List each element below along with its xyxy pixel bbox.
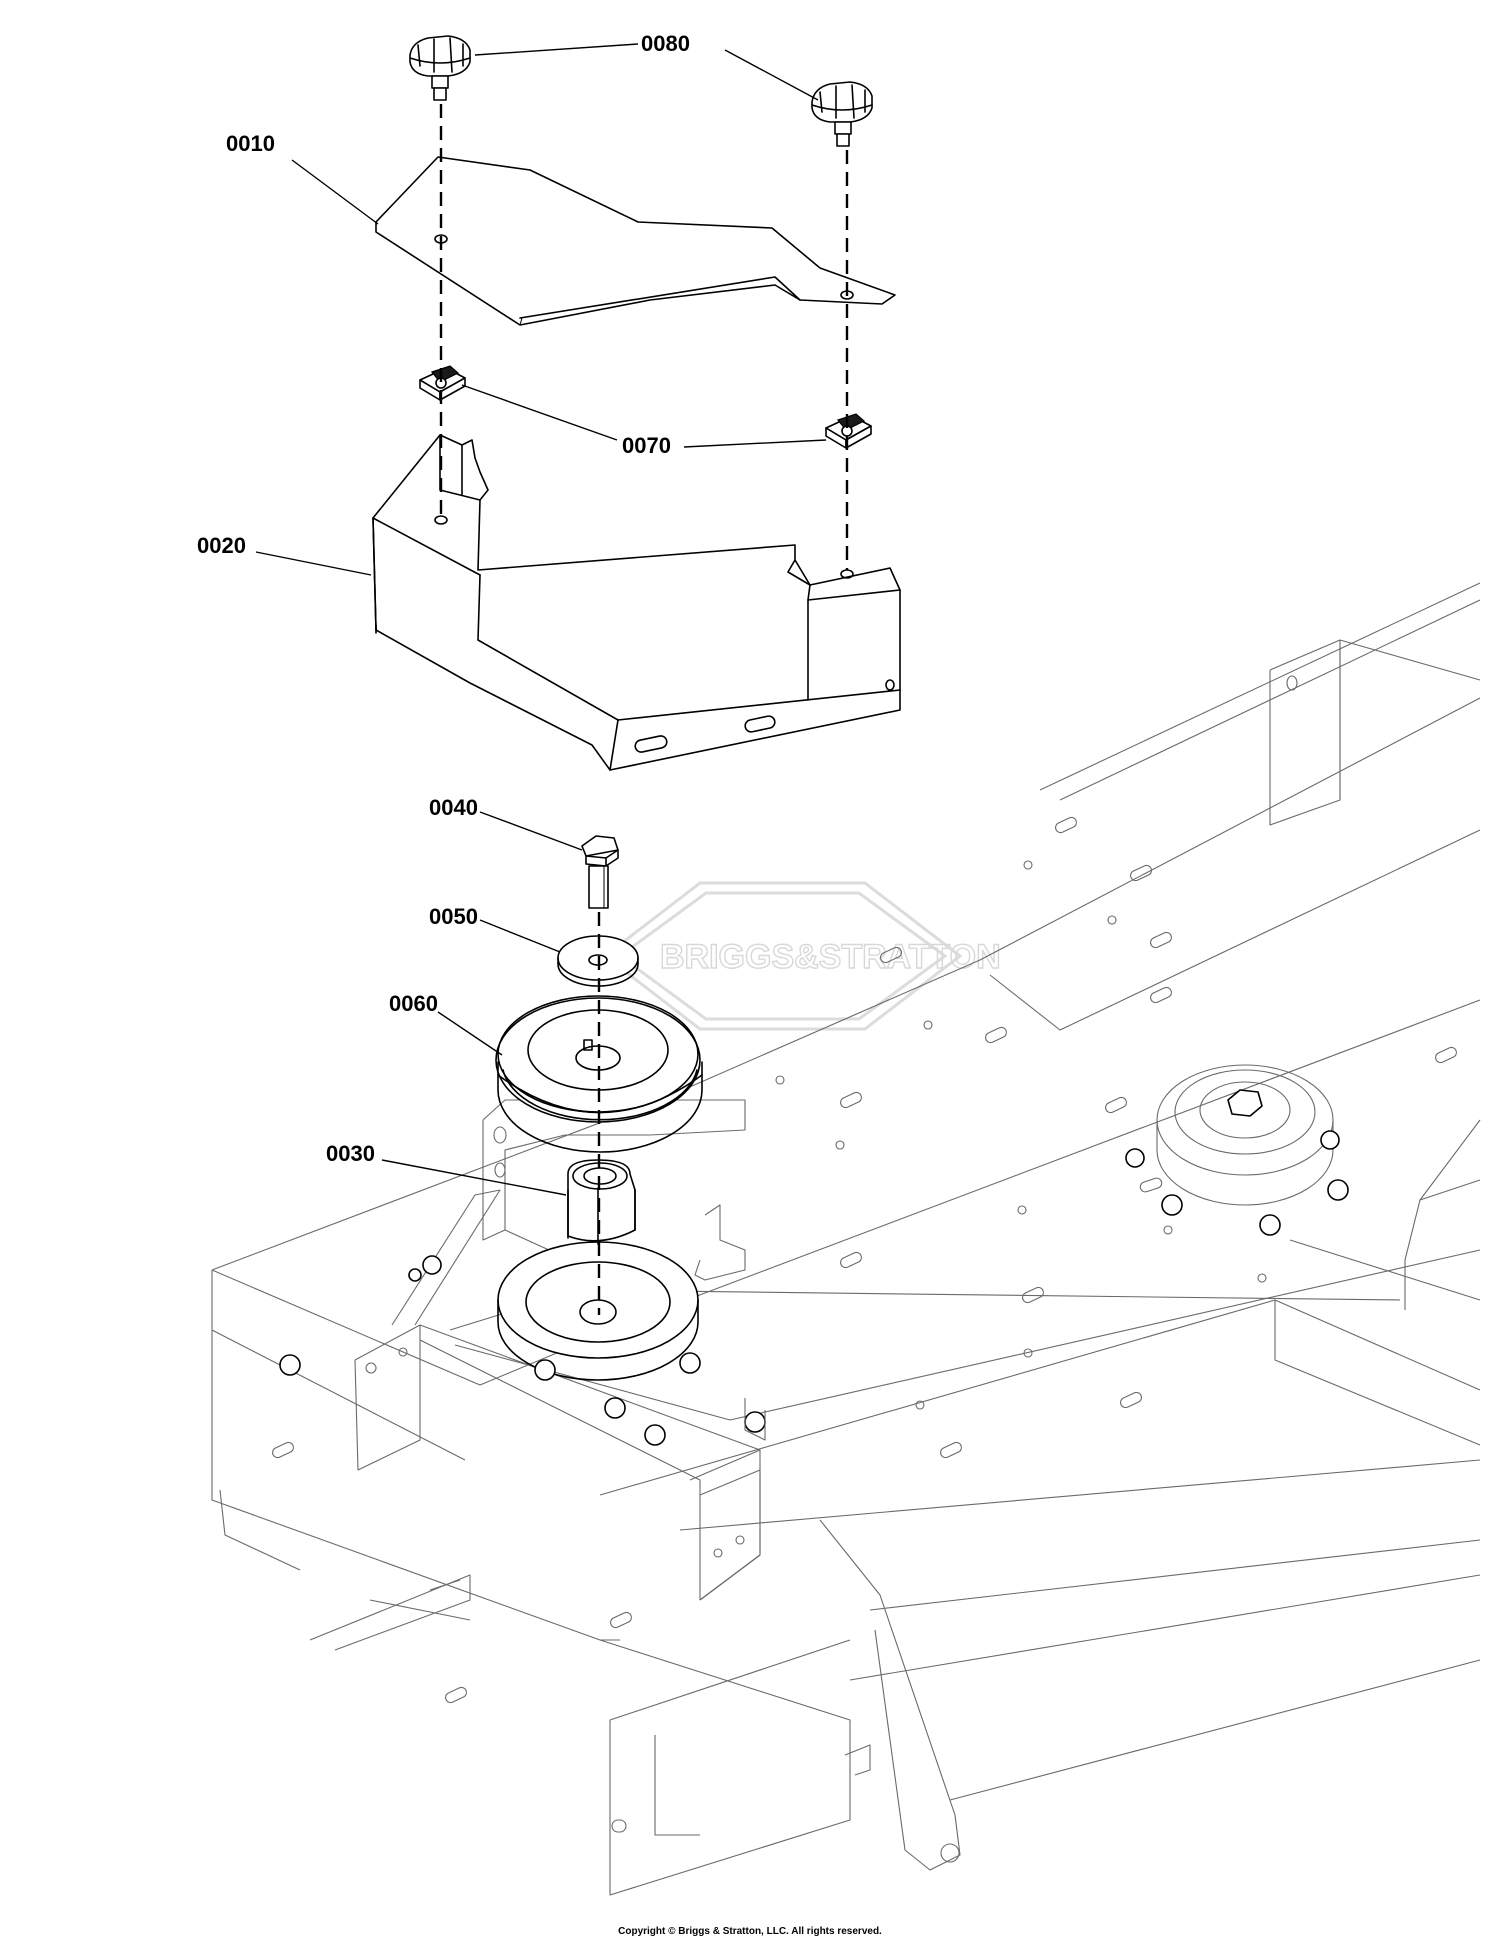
clip-nut-left bbox=[419, 365, 466, 401]
bolt bbox=[581, 835, 619, 909]
right-deck-pulley bbox=[1125, 1064, 1349, 1236]
label-0040: 0040 bbox=[429, 795, 478, 820]
clip-nut-right bbox=[825, 413, 872, 449]
cover-plate bbox=[375, 156, 896, 326]
deck-holes bbox=[272, 816, 1457, 1704]
label-0050: 0050 bbox=[429, 904, 478, 929]
belt-shield bbox=[372, 434, 901, 771]
label-0010: 0010 bbox=[226, 131, 275, 156]
assembly-axes bbox=[439, 104, 849, 1315]
brand-watermark: BRIGGS&STRATTON bbox=[602, 881, 1001, 1031]
label-0060: 0060 bbox=[389, 991, 438, 1016]
knob-right bbox=[811, 81, 873, 147]
leader-lines bbox=[255, 43, 827, 1196]
watermark-text: BRIGGS&STRATTON bbox=[660, 938, 1001, 976]
spacer bbox=[567, 1159, 636, 1245]
copyright-notice: Copyright © Briggs & Stratton, LLC. All … bbox=[618, 1926, 882, 1937]
label-0070: 0070 bbox=[622, 433, 671, 458]
knob-left bbox=[409, 35, 471, 101]
part-labels: 0080 0010 0070 0020 0040 0050 0060 0030 bbox=[197, 31, 690, 1166]
label-0020: 0020 bbox=[197, 533, 246, 558]
label-0030: 0030 bbox=[326, 1141, 375, 1166]
mower-deck bbox=[211, 582, 1481, 1896]
label-0080: 0080 bbox=[641, 31, 690, 56]
